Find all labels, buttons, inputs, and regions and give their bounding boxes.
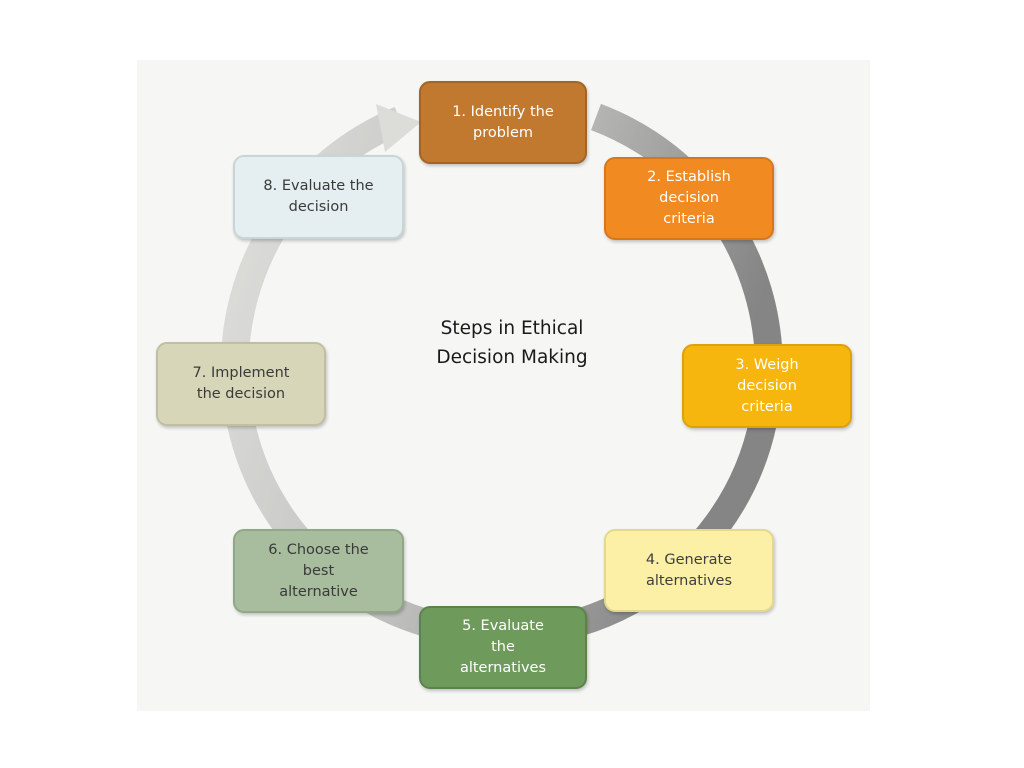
step-2-establish-criteria: 2. Establish decision criteria [604, 157, 774, 240]
step-6-choose-alternative: 6. Choose the best alternative [233, 529, 404, 613]
step-label: 5. Evaluate the alternatives [459, 618, 547, 676]
step-label: 7. Implement the decision [192, 365, 290, 402]
diagram-title: Steps in Ethical Decision Making [436, 318, 588, 368]
cycle-arrowhead [376, 104, 421, 152]
step-label: 8. Evaluate the decision [263, 178, 374, 215]
step-label: 2. Establish decision criteria [647, 169, 731, 227]
step-8-evaluate-decision: 8. Evaluate the decision [233, 155, 404, 239]
step-4-generate-alternatives: 4. Generate alternatives [604, 529, 774, 612]
step-label: 1. Identify the problem [452, 103, 554, 141]
step-label: 6. Choose the best alternative [268, 541, 369, 600]
step-label: 4. Generate alternatives [645, 551, 733, 589]
step-label: 3. Weigh decision criteria [735, 356, 799, 415]
step-1-identify-problem: 1. Identify the problem [419, 81, 587, 164]
step-7-implement-decision: 7. Implement the decision [156, 342, 326, 426]
step-3-weigh-criteria: 3. Weigh decision criteria [682, 344, 852, 428]
step-5-evaluate-alternatives: 5. Evaluate the alternatives [419, 606, 587, 689]
